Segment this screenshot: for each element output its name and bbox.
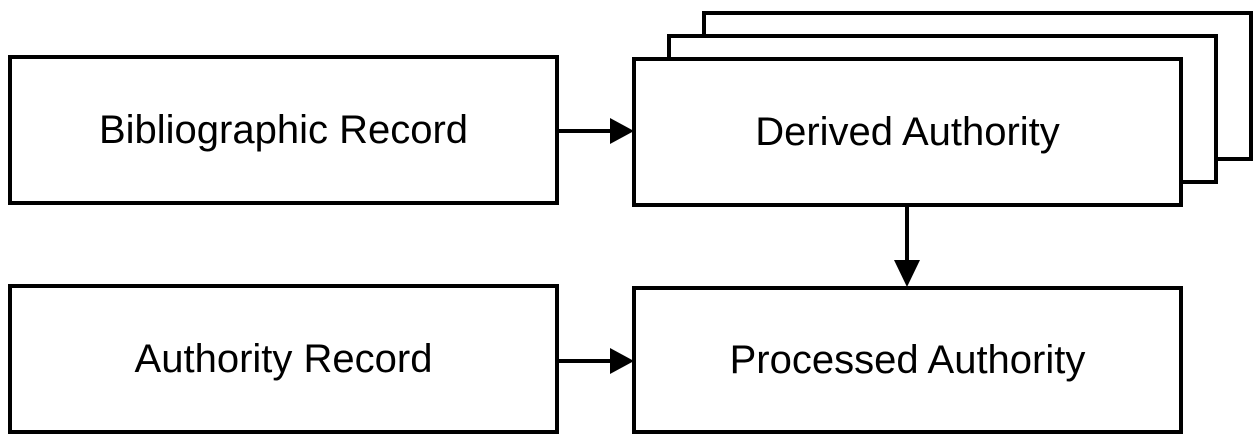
node-bibliographic-record-label: Bibliographic Record xyxy=(98,107,469,152)
node-authority-record: Authority Record xyxy=(8,284,559,434)
node-derived-authority: Derived Authority xyxy=(632,57,1183,207)
arrow-derived-to-processed xyxy=(894,205,920,287)
node-authority-record-label: Authority Record xyxy=(134,336,433,381)
node-derived-authority-label: Derived Authority xyxy=(755,109,1060,154)
arrow-bibliographic-to-derived xyxy=(558,118,634,144)
arrow-authority-to-processed xyxy=(558,348,634,374)
node-processed-authority-label: Processed Authority xyxy=(729,337,1086,382)
node-bibliographic-record: Bibliographic Record xyxy=(8,55,559,205)
node-processed-authority: Processed Authority xyxy=(632,286,1183,434)
